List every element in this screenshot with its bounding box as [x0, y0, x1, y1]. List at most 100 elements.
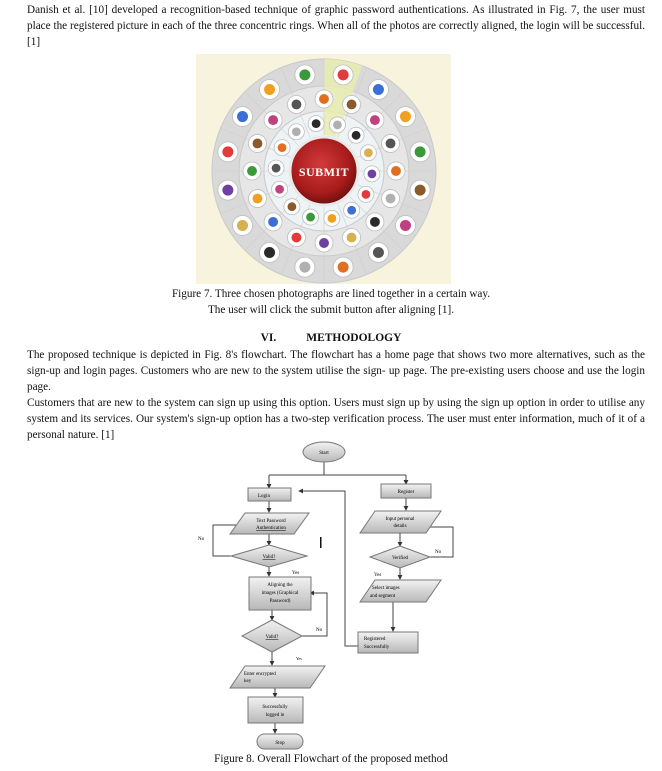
cookie-icon[interactable]	[273, 139, 291, 157]
strawberry-icon[interactable]	[271, 180, 288, 198]
orange-flower-icon[interactable]	[381, 134, 400, 153]
eggplant-icon[interactable]	[263, 110, 283, 130]
melon-icon[interactable]	[267, 159, 285, 177]
bumblebee-icon[interactable]	[368, 242, 389, 263]
flow-text-select-images-1: Select images	[372, 586, 400, 591]
flow-text-verified: Verified	[392, 556, 409, 561]
flowchart-connectors	[212, 462, 454, 734]
flow-node-logged-in	[247, 696, 304, 724]
bananas-icon[interactable]	[347, 126, 365, 144]
penguin-toy-icon[interactable]	[287, 228, 306, 247]
swiss-cross-icon[interactable]	[248, 189, 267, 208]
pepsi-ball-icon[interactable]	[368, 79, 389, 100]
fruit-icon[interactable]	[395, 215, 416, 236]
flow-node-login	[247, 487, 292, 502]
teddy-bear-icon[interactable]	[342, 228, 361, 247]
flow-text-text-password-2: Authentication	[256, 526, 286, 531]
parrot-icon[interactable]	[363, 165, 381, 183]
flow-text-registered-2: Successfully	[364, 645, 390, 650]
edge-label-yes-valid-1: Yes	[292, 571, 299, 576]
flow-node-start	[302, 441, 346, 463]
green-lizard-icon[interactable]	[287, 95, 306, 114]
nut-icon[interactable]	[357, 185, 375, 203]
puppy-icon[interactable]	[283, 198, 301, 216]
connector	[212, 522, 243, 557]
flow-node-stop	[256, 733, 304, 750]
section-number: VI.	[260, 332, 277, 344]
buffalo-icon[interactable]	[329, 116, 346, 134]
edge-label-no-valid-2: No	[316, 628, 323, 633]
flow-text-input-personal-1: Input personal	[386, 517, 415, 522]
flow-node-select-images	[359, 579, 442, 603]
flow-node-encrypted-key	[229, 665, 326, 689]
black-cat-icon[interactable]	[365, 212, 385, 232]
flow-text-aligning-2: images (Graphical	[262, 591, 299, 596]
flow-node-valid-2	[240, 619, 304, 653]
red-apple-icon[interactable]	[232, 215, 253, 236]
bread-icon[interactable]	[381, 189, 400, 208]
submit-label: SUBMIT	[299, 165, 349, 179]
flow-text-valid-2: Valid?	[266, 635, 280, 640]
green-frog-icon[interactable]	[259, 79, 280, 100]
figure-8-flowchart: Start Login Register Text Password Authe…	[198, 441, 454, 750]
tool-icon[interactable]	[343, 201, 361, 219]
dog-icon[interactable]	[294, 256, 316, 278]
connector	[302, 590, 328, 637]
flow-text-input-personal-2: details	[393, 524, 406, 529]
edge-label-no-left: No	[198, 537, 205, 542]
connector	[298, 488, 358, 647]
firefox-logo-icon[interactable]	[217, 141, 239, 163]
flow-text-text-password-1: Text Password	[256, 519, 286, 524]
flow-text-stop: Stop	[275, 741, 285, 746]
chanel-logo-icon[interactable]	[332, 64, 354, 86]
text-cursor-mark	[320, 537, 322, 548]
cake-icon[interactable]	[323, 209, 341, 227]
flow-text-select-images-2: and segment	[370, 594, 396, 599]
figure-7-graphical-password-rings: SUBMIT	[196, 54, 451, 284]
shark-icon[interactable]	[409, 179, 431, 201]
chrome-logo-icon[interactable]	[332, 256, 354, 278]
edge-label-yes-verified: Yes	[374, 573, 381, 578]
squirrel-icon[interactable]	[314, 233, 334, 253]
flow-node-register	[380, 483, 432, 499]
flow-text-aligning-3: Password)	[270, 599, 291, 604]
fan-icon[interactable]	[365, 110, 385, 130]
elephant-icon[interactable]	[342, 95, 361, 114]
cucumber-icon[interactable]	[307, 115, 325, 133]
flow-text-valid-1: Valid?	[263, 555, 277, 560]
hammer-icon[interactable]	[232, 106, 253, 127]
flow-node-verified	[368, 545, 432, 569]
orange-ball-icon[interactable]	[217, 179, 239, 201]
connector	[423, 524, 454, 558]
flow-text-login: Login	[258, 494, 270, 499]
pink-clock-icon[interactable]	[263, 212, 283, 232]
duck-icon[interactable]	[302, 208, 319, 226]
flow-text-registered-1: Registered	[364, 637, 386, 642]
mickey-ears-icon[interactable]	[395, 106, 416, 127]
fish-icon[interactable]	[314, 89, 334, 109]
monkey-icon[interactable]	[242, 161, 262, 181]
flow-text-encrypted-1: Enter encrypted	[244, 672, 276, 677]
bird-toy-icon[interactable]	[259, 242, 280, 263]
beach-umbrella-icon[interactable]	[409, 141, 431, 163]
tire-icon[interactable]	[287, 123, 305, 141]
flow-text-logged-1: Successfully	[262, 705, 288, 710]
flow-text-register: Register	[398, 490, 415, 495]
flow-node-input-personal	[359, 510, 442, 534]
flow-text-aligning-1: Aligning the	[267, 583, 293, 588]
penguin-icon[interactable]	[294, 64, 316, 86]
edge-label-yes-valid-2: Yes	[296, 656, 302, 661]
methodology-paragraph-1: The proposed technique is depicted in Fi…	[27, 349, 645, 393]
edge-label-no-verified: No	[435, 550, 442, 555]
figure-8-caption: Figure 8. Overall Flowchart of the propo…	[214, 753, 448, 765]
flow-node-text-password	[229, 512, 310, 535]
icons-group	[217, 64, 431, 278]
figure-7-caption-line-2: The user will click the submit button af…	[207, 304, 455, 316]
flow-node-valid-1	[229, 544, 309, 568]
girl-doll-icon[interactable]	[248, 134, 267, 153]
methodology-paragraph-2: Customers that are new to the system can…	[27, 397, 645, 441]
tree-icon[interactable]	[360, 144, 377, 162]
submit-button[interactable]	[288, 135, 360, 207]
flow-text-encrypted-2: key	[244, 679, 252, 684]
cowboy-icon[interactable]	[386, 161, 406, 181]
